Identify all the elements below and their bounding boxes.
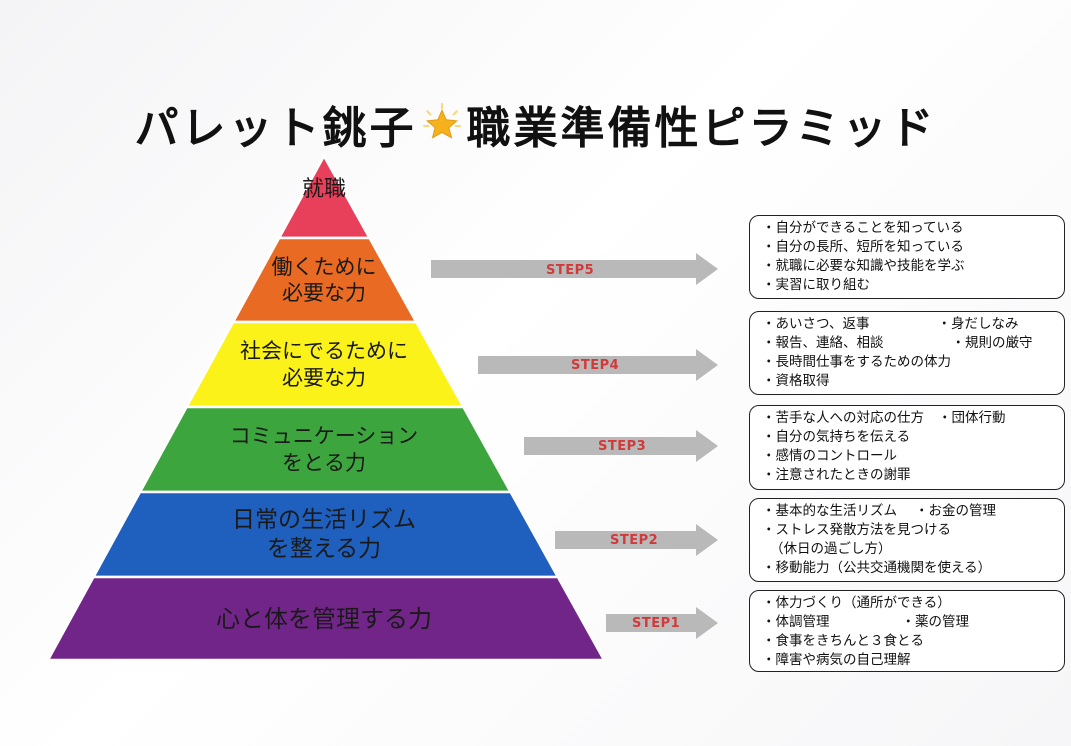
step-label-2: STEP2 bbox=[610, 533, 659, 548]
title-left: パレット銚子 bbox=[134, 103, 417, 154]
step-box-line: ・移動能力（公共交通機関を使える） bbox=[762, 559, 1054, 578]
step-box-item: ・移動能力（公共交通機関を使える） bbox=[762, 560, 992, 576]
step-box-item: ・障害や病気の自己理解 bbox=[762, 652, 911, 668]
step-arrow-4 bbox=[478, 349, 718, 381]
step-box-line: ・報告、連絡、相談 ・規則の厳守 bbox=[762, 334, 1054, 353]
step-box-item: ・注意されたときの謝罪 bbox=[762, 467, 911, 483]
tier-label-line: 働くために bbox=[271, 254, 377, 279]
tier-label-line: 必要な力 bbox=[282, 365, 366, 390]
step-box-item: ・規則の厳守 bbox=[951, 335, 1033, 351]
step-box-line: ・ストレス発散方法を見つける bbox=[762, 521, 1054, 540]
step-box-item: ・自分ができることを知っている bbox=[762, 220, 964, 236]
step-box-item: ・感情のコントロール bbox=[762, 448, 897, 464]
step-box-line: ・基本的な生活リズム ・お金の管理 bbox=[762, 502, 1054, 521]
tier-label-5: 日常の生活リズムを整える力 bbox=[164, 506, 484, 564]
step-box-line: （休日の過ごし方） bbox=[762, 540, 1054, 559]
tier-label-4: コミュニケーションをとる力 bbox=[164, 423, 484, 476]
step-box-item: ・苦手な人への対応の仕方 bbox=[762, 410, 924, 426]
step-box-item: ・お金の管理 bbox=[915, 503, 996, 519]
step-box-3: ・苦手な人への対応の仕方・団体行動・自分の気持ちを伝える・感情のコントロール・注… bbox=[749, 405, 1065, 490]
step-box-item: ・団体行動 bbox=[938, 410, 1006, 426]
step-box-line: ・自分の気持ちを伝える bbox=[762, 428, 1054, 447]
step-box-line: ・体調管理 ・薬の管理 bbox=[762, 613, 1054, 632]
step-label-5: STEP5 bbox=[546, 263, 595, 278]
tier-label-line: 心と体を管理する力 bbox=[216, 604, 432, 633]
tier-label-3: 社会にでるために必要な力 bbox=[164, 338, 484, 391]
step-box-item: ・資格取得 bbox=[762, 373, 830, 389]
step-box-1: ・体力づくり（通所ができる） ・体調管理 ・薬の管理・食事をきちんと３食とる・障害や… bbox=[749, 590, 1065, 672]
step-box-line: ・注意されたときの謝罪 bbox=[762, 466, 1054, 485]
step-box-item: ・自分の気持ちを伝える bbox=[762, 429, 911, 445]
tier-label-1: 就職 bbox=[164, 176, 484, 204]
step-box-line: ・資格取得 bbox=[762, 372, 1054, 391]
step-label-1: STEP1 bbox=[632, 616, 681, 631]
step-box-line: ・体力づくり（通所ができる） bbox=[762, 594, 1054, 613]
step-box-item: ・長時間仕事をするための体力 bbox=[762, 354, 951, 370]
step-box-line: ・食事をきちんと３食とる bbox=[762, 632, 1054, 651]
step-box-line: ・長時間仕事をするための体力 bbox=[762, 353, 1054, 372]
step-arrow-5 bbox=[431, 253, 718, 285]
step-box-item: ・薬の管理 bbox=[901, 614, 970, 630]
step-box-line: ・就職に必要な知識や技能を学ぶ bbox=[762, 257, 1054, 276]
step-box-line: ・あいさつ、返事 ・身だしなみ bbox=[762, 315, 1054, 334]
step-label-3: STEP3 bbox=[598, 439, 647, 454]
step-arrow-2 bbox=[555, 524, 718, 556]
step-box-line: ・自分の長所、短所を知っている bbox=[762, 238, 1054, 257]
tier-label-6: 心と体を管理する力 bbox=[164, 604, 484, 634]
tier-label-line: 日常の生活リズム bbox=[232, 506, 416, 533]
tier-label-2: 働くために必要な力 bbox=[164, 254, 484, 307]
step-box-line: ・実習に取り組む bbox=[762, 276, 1054, 295]
step-arrow-1 bbox=[606, 607, 718, 639]
star-icon bbox=[422, 103, 461, 139]
tier-label-line: 必要な力 bbox=[282, 281, 366, 305]
step-box-item: ・基本的な生活リズム bbox=[762, 503, 897, 519]
step-box-line: ・障害や病気の自己理解 bbox=[762, 651, 1054, 670]
tier-label-line: 就職 bbox=[301, 177, 346, 203]
tier-label-line: をとる力 bbox=[282, 450, 366, 475]
tier-label-line: を整える力 bbox=[266, 535, 382, 562]
step-box-item: ・食事をきちんと３食とる bbox=[762, 633, 924, 649]
step-box-item: （休日の過ごし方） bbox=[770, 541, 892, 557]
step-box-item: ・身だしなみ bbox=[937, 316, 1019, 332]
step-box-item: ・体調管理 bbox=[762, 614, 830, 630]
step-box-4: ・あいさつ、返事 ・身だしなみ・報告、連絡、相談 ・規則の厳守・長時間仕事をするため… bbox=[749, 311, 1065, 395]
step-box-5: ・自分ができることを知っている・自分の長所、短所を知っている・就職に必要な知識や… bbox=[749, 215, 1065, 299]
step-arrow-3 bbox=[524, 430, 718, 462]
step-label-4: STEP4 bbox=[571, 358, 620, 373]
step-box-line: ・感情のコントロール bbox=[762, 447, 1054, 466]
pyramid-tier-6 bbox=[45, 575, 607, 662]
step-box-item: ・体力づくり（通所ができる） bbox=[762, 595, 951, 611]
step-box-item: ・報告、連絡、相談 bbox=[762, 335, 884, 351]
tier-label-line: 社会にでるために bbox=[240, 339, 408, 364]
page-title: パレット銚子 職業準備性ピラミッド bbox=[0, 92, 1071, 156]
step-box-item: ・就職に必要な知識や技能を学ぶ bbox=[762, 258, 965, 274]
step-box-line: ・自分ができることを知っている bbox=[762, 219, 1054, 238]
step-box-2: ・基本的な生活リズム ・お金の管理・ストレス発散方法を見つける （休日の過ごし方） ・… bbox=[749, 498, 1065, 582]
step-box-item: ・実習に取り組む bbox=[762, 277, 870, 293]
title-right: 職業準備性ピラミッド bbox=[466, 103, 937, 154]
step-box-item: ・ストレス発散方法を見つける bbox=[762, 522, 951, 538]
step-box-item: ・あいさつ、返事 bbox=[762, 316, 870, 332]
tier-label-line: コミュニケーション bbox=[229, 424, 419, 449]
step-box-line: ・苦手な人への対応の仕方・団体行動 bbox=[762, 409, 1054, 428]
step-box-item: ・自分の長所、短所を知っている bbox=[762, 239, 964, 255]
